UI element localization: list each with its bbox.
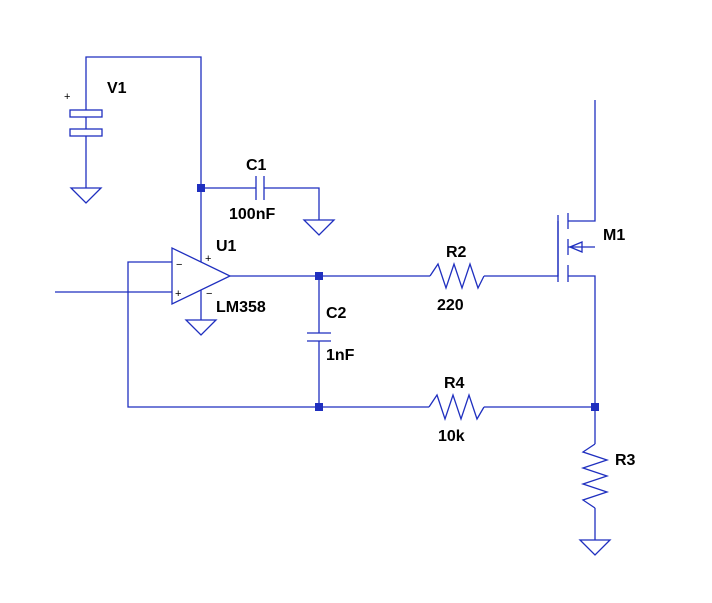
wire-c1-ground [264, 187, 320, 220]
junction-node-output [315, 272, 323, 280]
opamp-noninverting-sign: + [175, 288, 181, 300]
label-c1-value: 100nF [229, 206, 275, 223]
battery-plate-negative [69, 128, 103, 137]
label-u1: U1 [216, 238, 237, 255]
ground-icon-v1 [69, 187, 103, 204]
junction-node-supply [197, 184, 205, 192]
resistor-r3: R3 [580, 443, 636, 509]
junction-nodes [197, 184, 599, 411]
opamp-vplus-sign: + [205, 253, 211, 265]
label-r4: R4 [444, 375, 465, 392]
wires [55, 56, 596, 540]
m1-arrow-icon [568, 241, 583, 253]
label-c2: C2 [326, 305, 347, 322]
wire-source [568, 275, 596, 444]
junction-node-feedback [315, 403, 323, 411]
opamp-inverting-sign: − [176, 259, 182, 271]
battery-v1: + V1 [64, 80, 127, 137]
opamp-u1: − + + − U1 LM358 [171, 238, 266, 316]
wire-drain [568, 100, 596, 222]
opamp-vminus-sign: − [206, 288, 212, 300]
r2-zigzag [429, 261, 485, 291]
label-r2-value: 220 [437, 297, 464, 314]
ground-symbols [69, 187, 612, 556]
junction-node-source [591, 403, 599, 411]
ground-icon-c1 [302, 219, 336, 236]
battery-plus-sign: + [64, 91, 70, 103]
ground-icon-r3 [578, 539, 612, 556]
label-v1: V1 [107, 80, 127, 97]
resistor-r4: R4 10k [428, 375, 485, 445]
capacitor-c1: C1 100nF [229, 157, 275, 223]
label-r3: R3 [615, 452, 636, 469]
capacitor-c2: C2 1nF [307, 305, 355, 364]
label-c2-value: 1nF [326, 347, 355, 364]
label-m1: M1 [603, 227, 625, 244]
wire-r2-gate [484, 221, 559, 277]
r3-zigzag [580, 443, 610, 509]
wire-v1-supply [85, 56, 202, 250]
label-c1: C1 [246, 157, 267, 174]
resistor-r2: R2 220 [429, 244, 485, 314]
ground-icon-u1 [184, 319, 218, 336]
r4-zigzag [428, 392, 485, 422]
label-u1-value: LM358 [216, 299, 266, 316]
wire-feedback [127, 261, 429, 408]
label-r4-value: 10k [438, 428, 465, 445]
battery-plate-positive [69, 109, 103, 118]
mosfet-m1: M1 [557, 213, 625, 282]
label-r2: R2 [446, 244, 467, 261]
